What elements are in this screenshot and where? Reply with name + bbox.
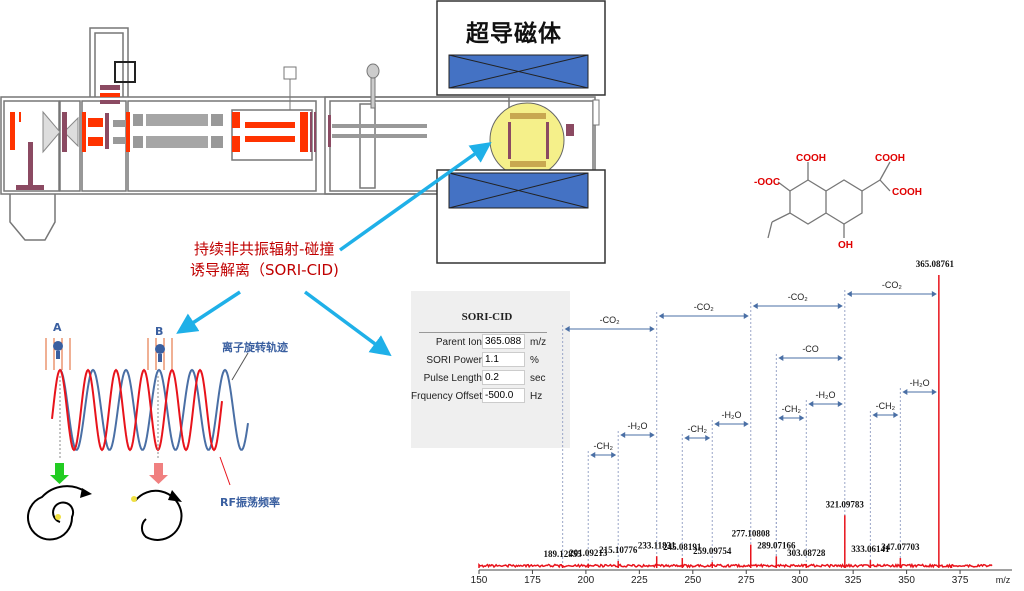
x-tick-label: 250 xyxy=(684,575,701,586)
arrowhead-left xyxy=(714,421,719,427)
arrowhead-left xyxy=(872,412,877,418)
arrowhead-left xyxy=(778,355,783,361)
arrowhead-left xyxy=(659,313,664,319)
arrowhead-right xyxy=(650,326,655,332)
neutral-loss-label: -CH₂ xyxy=(688,424,708,434)
x-tick-label: 225 xyxy=(631,575,648,586)
x-tick-label: 175 xyxy=(524,575,541,586)
arrowhead-right xyxy=(838,355,843,361)
arrowhead-left xyxy=(590,452,595,458)
arrowhead-right xyxy=(705,435,710,441)
arrowhead-right xyxy=(611,452,616,458)
neutral-loss-label: -CO₂ xyxy=(882,280,902,290)
neutral-loss-label: -CH₂ xyxy=(593,441,613,451)
x-tick-label: 300 xyxy=(791,575,808,586)
x-tick-label: 350 xyxy=(898,575,915,586)
arrowhead-right xyxy=(744,421,749,427)
arrowhead-right xyxy=(838,401,843,407)
arrowhead-right xyxy=(799,415,804,421)
arrowhead-left xyxy=(778,415,783,421)
arrowhead-right xyxy=(744,313,749,319)
x-tick-label: 275 xyxy=(738,575,755,586)
x-tick-label: 325 xyxy=(845,575,862,586)
neutral-loss-label: -CO₂ xyxy=(694,302,714,312)
peak-label: 347.07703 xyxy=(881,542,920,552)
x-axis-label: m/z xyxy=(996,575,1011,585)
neutral-loss-label: -H₂O xyxy=(722,410,742,420)
arrowhead-right xyxy=(650,432,655,438)
peak-label: 277.10808 xyxy=(732,529,771,539)
arrowhead-right xyxy=(932,389,937,395)
arrowhead-left xyxy=(565,326,570,332)
arrowhead-left xyxy=(902,389,907,395)
arrowhead-left xyxy=(847,291,852,297)
peak-label: 321.09783 xyxy=(826,499,865,509)
neutral-loss-label: -CH₂ xyxy=(782,404,802,414)
arrowhead-right xyxy=(838,303,843,309)
arrowhead-left xyxy=(620,432,625,438)
arrowhead-left xyxy=(753,303,758,309)
neutral-loss-label: -CO xyxy=(802,344,819,354)
neutral-loss-label: -CH₂ xyxy=(876,401,896,411)
arrowhead-right xyxy=(932,291,937,297)
x-tick-label: 150 xyxy=(471,575,488,586)
arrowhead-right xyxy=(893,412,898,418)
neutral-loss-label: -H₂O xyxy=(816,390,836,400)
x-tick-label: 200 xyxy=(578,575,595,586)
arrowhead-left xyxy=(808,401,813,407)
x-tick-label: 375 xyxy=(952,575,969,586)
baseline-noise xyxy=(479,565,992,569)
arrowhead-left xyxy=(684,435,689,441)
neutral-loss-label: -CO₂ xyxy=(600,315,620,325)
neutral-loss-label: -CO₂ xyxy=(788,292,808,302)
peak-label: 215.10776 xyxy=(599,545,638,555)
peak-label: 303.08728 xyxy=(787,548,826,558)
peak-label: 365.08761 xyxy=(916,259,955,269)
peak-label: 259.09754 xyxy=(693,546,732,556)
neutral-loss-label: -H₂O xyxy=(910,378,930,388)
neutral-loss-label: -H₂O xyxy=(627,421,647,431)
